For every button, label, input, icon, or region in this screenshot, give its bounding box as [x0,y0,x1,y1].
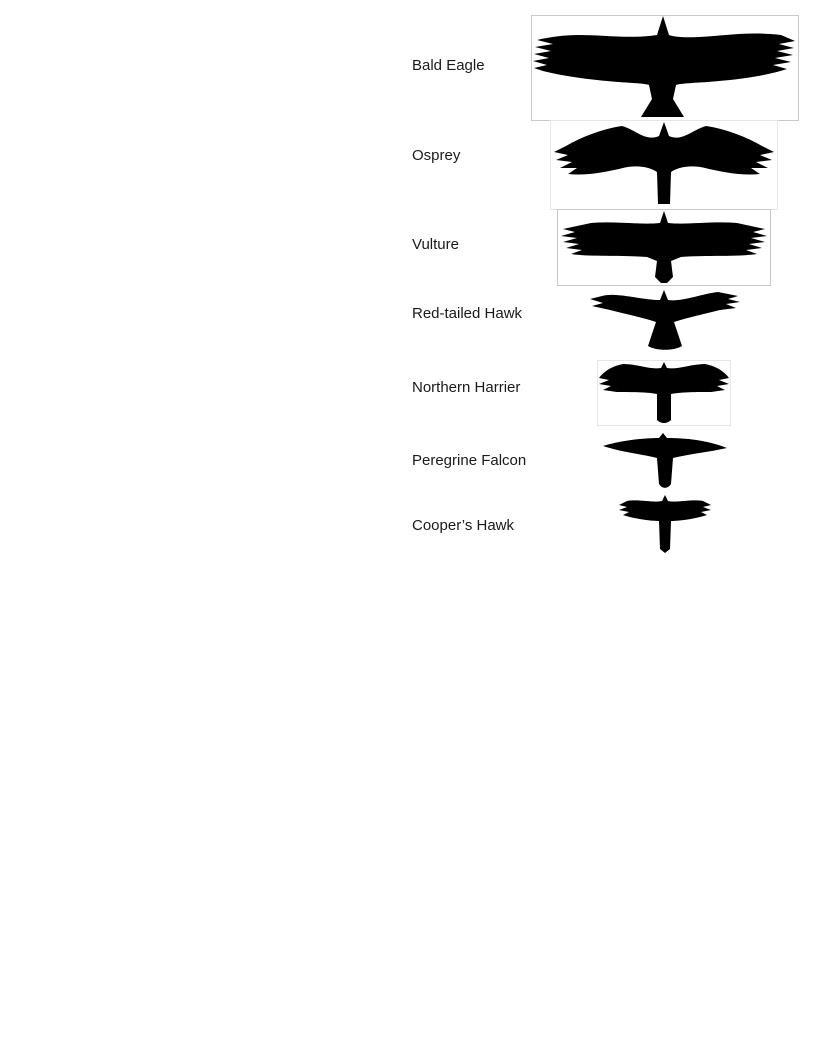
northern-harrier-silhouette-icon [599,362,729,423]
bird-label-coopers-hawk: Cooper’s Hawk [412,517,514,534]
northern-harrier-image-frame [597,360,731,426]
bird-label-red-tailed-hawk: Red-tailed Hawk [412,305,523,322]
bald-eagle-silhouette-icon [533,16,795,117]
bird-label-osprey: Osprey [412,147,461,164]
peregrine-falcon-silhouette-icon [603,433,727,488]
vulture-image-frame [557,209,771,286]
red-tailed-hawk-silhouette-icon [590,290,740,350]
bird-label-vulture: Vulture [412,236,459,253]
bird-label-bald-eagle: Bald Eagle [412,57,485,74]
coopers-hawk-silhouette-icon [619,495,711,553]
vulture-silhouette-icon [561,211,767,283]
bird-label-peregrine-falcon: Peregrine Falcon [412,452,527,469]
bird-label-northern-harrier: Northern Harrier [412,379,521,396]
osprey-silhouette-icon [554,122,774,204]
